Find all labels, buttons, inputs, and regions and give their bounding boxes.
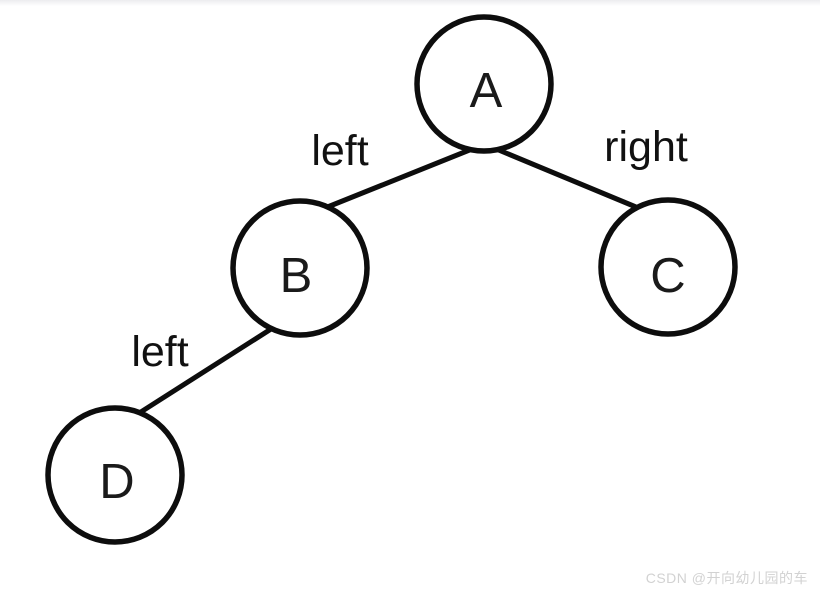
node-c-circle	[598, 197, 738, 337]
node-b-label: B	[280, 249, 313, 303]
edge-a-c-label: right	[604, 123, 688, 171]
node-d-label: D	[99, 455, 134, 509]
node-c-label: C	[650, 249, 685, 303]
edge-a-b	[317, 138, 495, 213]
node-a-label: A	[470, 64, 503, 118]
edge-b-d-label: left	[131, 328, 188, 376]
edge-a-b-label: left	[311, 127, 368, 175]
edge-a-c	[474, 138, 651, 215]
edge-b-d	[119, 319, 285, 427]
node-d-circle	[45, 405, 185, 545]
csdn-watermark: CSDN @开向幼儿园的车	[645, 570, 808, 586]
top-edge-fade	[0, 0, 820, 6]
node-a-circle	[414, 14, 554, 154]
node-b-circle	[230, 198, 370, 338]
